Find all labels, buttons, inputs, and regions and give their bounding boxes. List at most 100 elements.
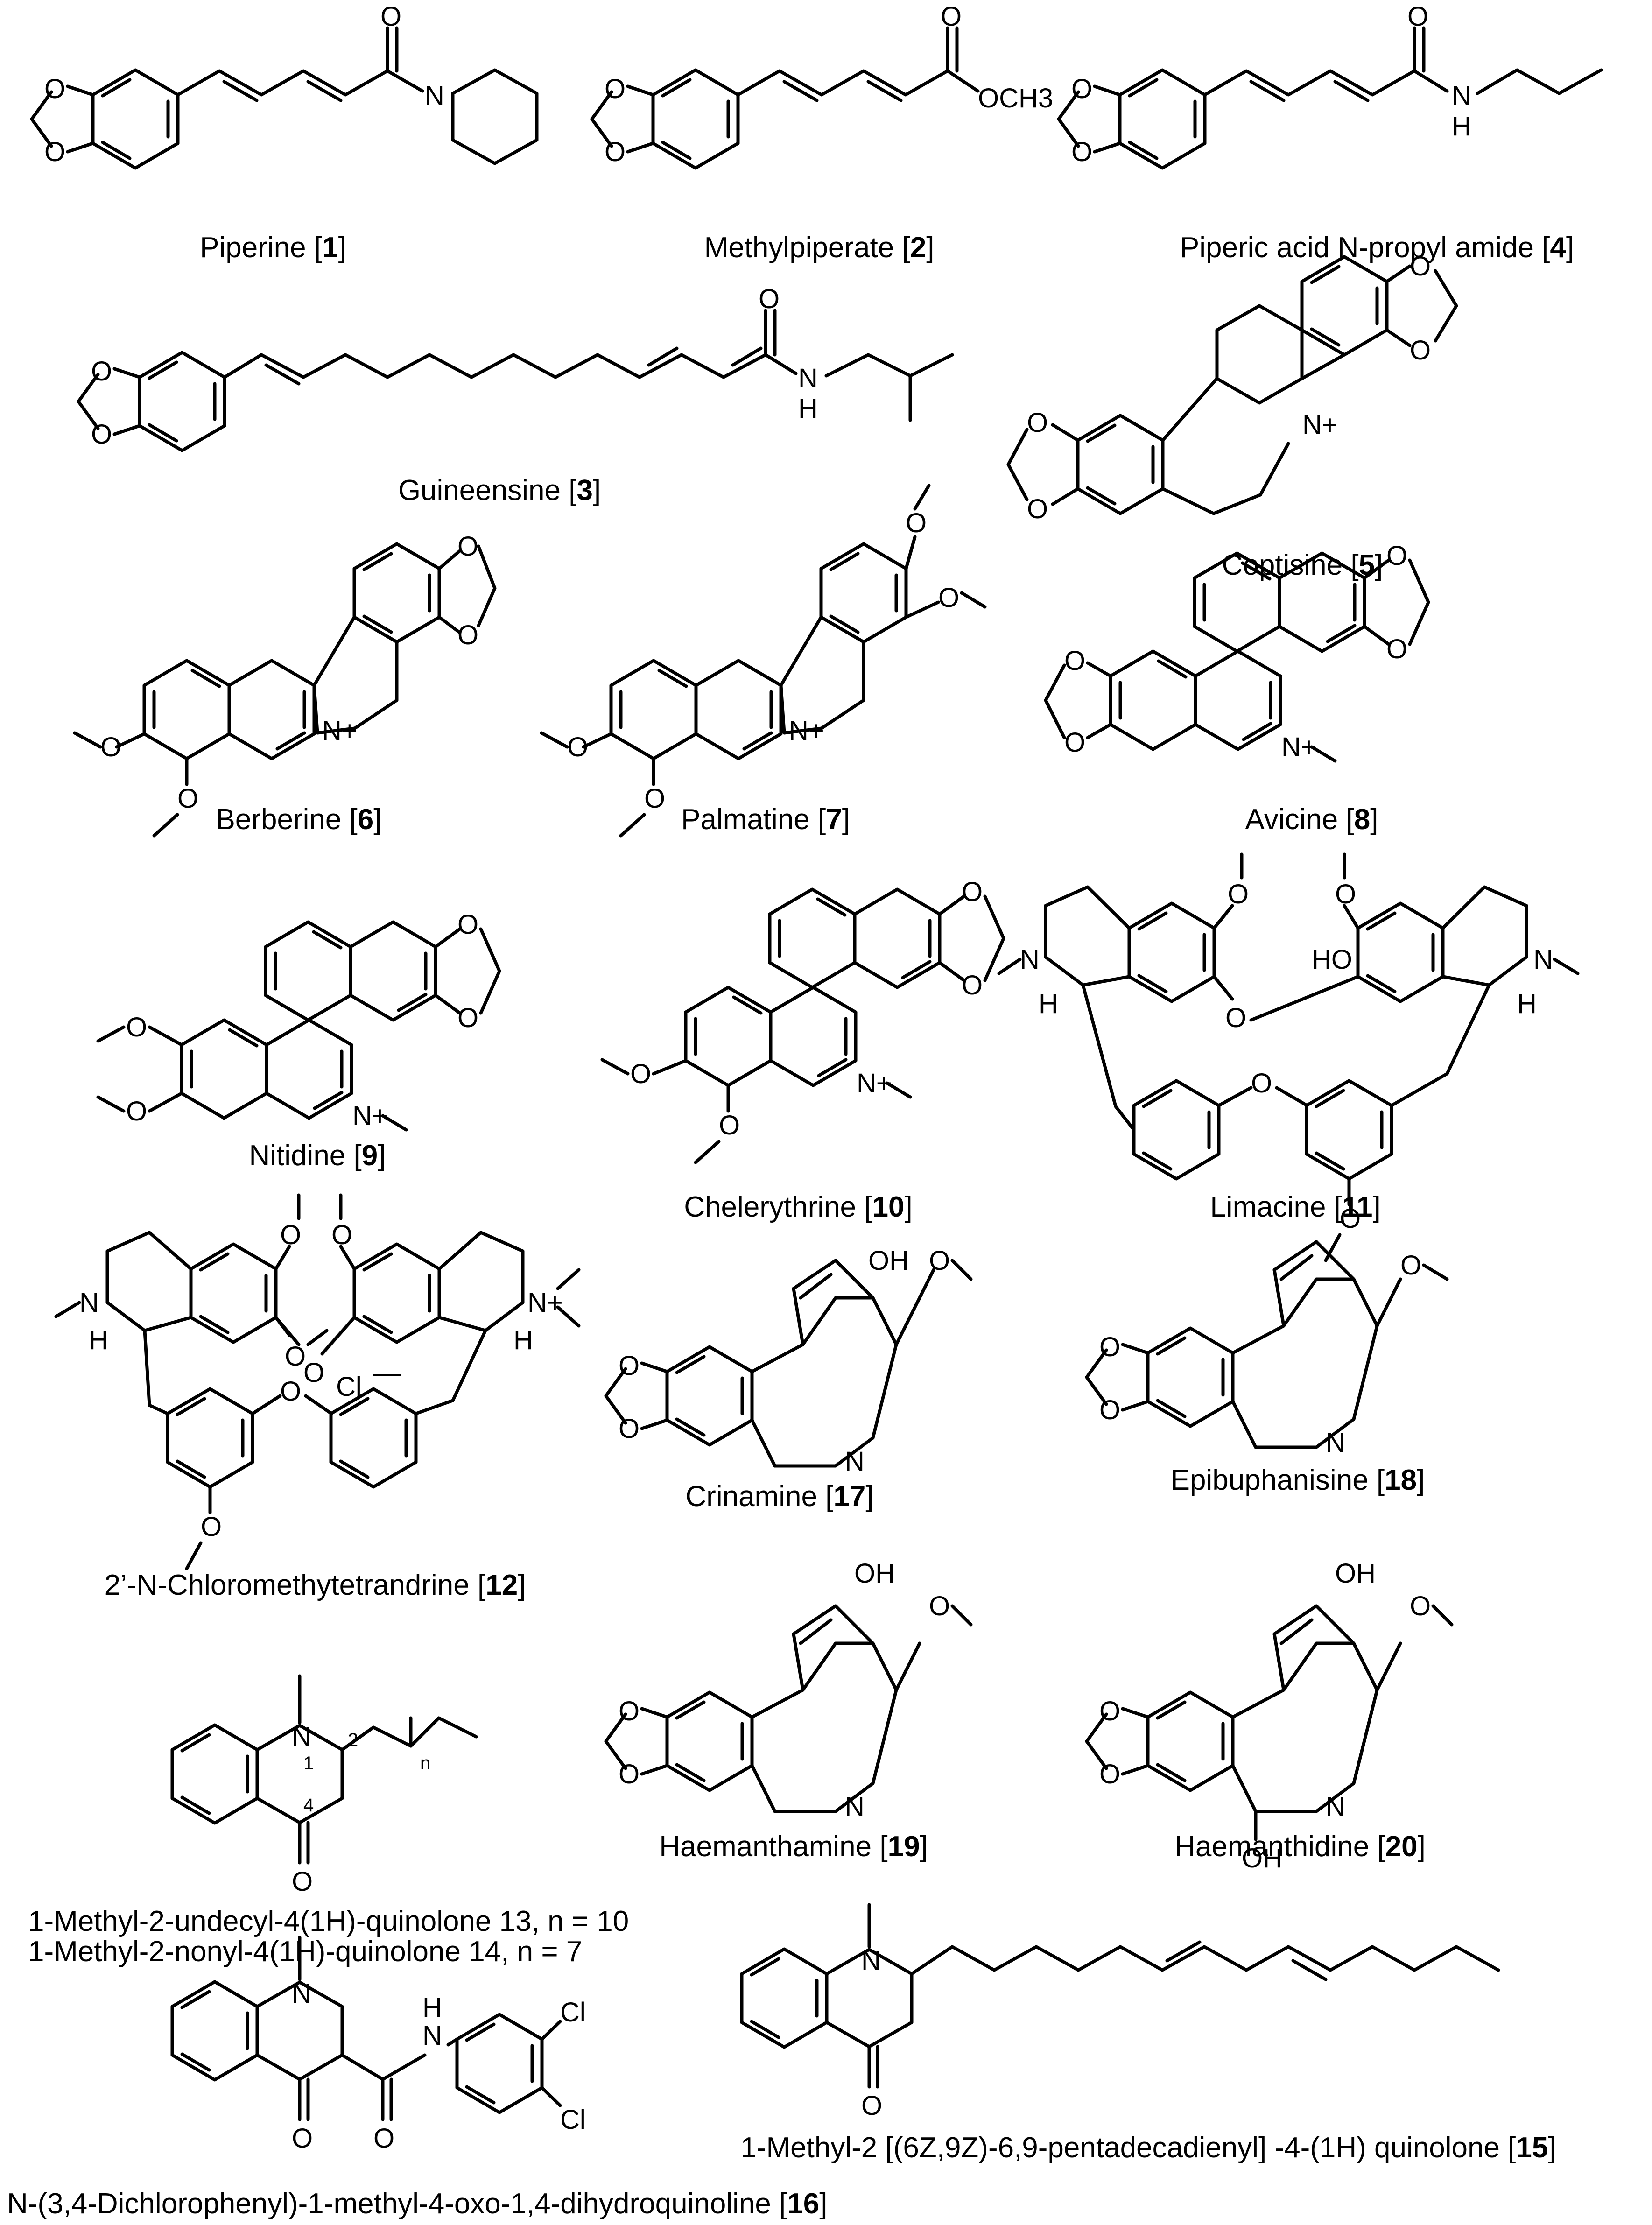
svg-text:N: N: [1533, 944, 1553, 975]
svg-text:O: O: [1225, 1003, 1246, 1033]
svg-text:O: O: [44, 137, 65, 167]
caption-crinamine: Crinamine [17]: [685, 1480, 874, 1513]
svg-text:N: N: [1452, 81, 1471, 111]
svg-text:O: O: [619, 1696, 640, 1726]
svg-text:O: O: [929, 1246, 950, 1276]
structure-crinamine: O O N OH O: [606, 1246, 973, 1477]
svg-text:N+: N+: [789, 716, 824, 746]
svg-text:O: O: [962, 877, 983, 907]
svg-text:O: O: [201, 1512, 222, 1542]
svg-text:N: N: [422, 2021, 442, 2051]
svg-text:N: N: [1020, 944, 1040, 975]
svg-text:N: N: [1326, 1792, 1345, 1822]
svg-text:O: O: [1071, 74, 1092, 104]
svg-text:O: O: [929, 1591, 950, 1621]
svg-text:O: O: [619, 1414, 640, 1444]
svg-text:O: O: [619, 1351, 640, 1381]
svg-text:O: O: [759, 284, 780, 314]
svg-text:H: H: [798, 394, 818, 424]
svg-text:O: O: [285, 1341, 306, 1372]
svg-text:N: N: [1326, 1428, 1345, 1458]
structure-piperic-amide: O O O N H: [1059, 1, 1603, 168]
structure-palmatine: N+ O O O O: [540, 484, 987, 838]
svg-text:O: O: [605, 74, 626, 104]
svg-text:H: H: [422, 1993, 442, 2023]
caption-piperic-amide: Piperic acid N-propyl amide [4]: [1180, 232, 1575, 264]
structure-epibuphanisine: O O N O: [1087, 1240, 1449, 1458]
svg-text:N: N: [292, 1722, 311, 1752]
caption-guineensine: Guineensine [3]: [398, 474, 601, 507]
svg-text:O: O: [962, 970, 983, 1000]
caption-palmatine: Palmatine [7]: [681, 803, 850, 836]
svg-text:O: O: [100, 732, 121, 762]
svg-text:O: O: [457, 620, 478, 650]
structure-haemanthidine: O O N OH OH O: [1087, 1558, 1454, 1873]
svg-text:O: O: [861, 2091, 882, 2121]
svg-text:OH: OH: [1335, 1558, 1376, 1589]
svg-text:O: O: [1064, 727, 1085, 758]
caption-avicine: Avicine [8]: [1245, 803, 1378, 836]
svg-text:H: H: [1517, 989, 1537, 1019]
svg-text:H: H: [89, 1325, 108, 1355]
svg-text:O: O: [630, 1059, 651, 1089]
structure-coptisine: O O N+ O O: [1006, 251, 1458, 524]
structure-avicine: O O O O N+: [1044, 541, 1430, 763]
svg-text:Cl: Cl: [560, 2105, 586, 2135]
svg-text:O: O: [941, 1, 962, 32]
svg-text:n: n: [420, 1753, 430, 1774]
svg-text:O: O: [938, 583, 959, 613]
caption-berberine: Berberine [6]: [216, 803, 382, 836]
svg-text:O: O: [44, 74, 65, 104]
svg-text:O: O: [1386, 634, 1407, 664]
svg-text:O: O: [906, 508, 927, 538]
svg-text:O: O: [457, 909, 478, 940]
svg-text:O: O: [1228, 879, 1249, 909]
structure-berberine: N+ O O O O: [73, 531, 497, 838]
svg-text:O: O: [292, 2123, 313, 2154]
caption-haemanthamine: Haemanthamine [19]: [659, 1831, 928, 1863]
svg-text:H: H: [1452, 111, 1471, 141]
svg-text:O: O: [91, 356, 112, 387]
caption-methylpiperate: Methylpiperate [2]: [704, 232, 935, 264]
svg-text:N: N: [798, 363, 818, 394]
structure-nitidine: O O O O N+: [96, 909, 501, 1132]
structure-guineensine: O O O N H: [78, 284, 954, 451]
svg-text:O: O: [1027, 494, 1048, 524]
svg-text:O: O: [1071, 137, 1092, 167]
svg-text:O: O: [177, 783, 198, 814]
structure-chelerythrine: O O O O N+: [600, 877, 1005, 1164]
svg-text:O: O: [619, 1759, 640, 1789]
svg-text:N: N: [425, 81, 444, 111]
svg-text:O: O: [457, 531, 478, 562]
structure-methylpiperate: O O O OCH3: [592, 1, 1053, 168]
svg-text:—: —: [373, 1358, 401, 1388]
structure-haemanthamine: O O N OH O: [606, 1558, 973, 1822]
svg-text:4: 4: [303, 1795, 314, 1816]
svg-text:N: N: [861, 1946, 881, 1976]
svg-text:O: O: [1340, 1204, 1361, 1234]
svg-text:O: O: [1099, 1332, 1120, 1362]
svg-text:O: O: [1099, 1395, 1120, 1425]
structure-piperine: O O O N: [32, 1, 539, 168]
svg-text:2: 2: [348, 1730, 358, 1750]
svg-text:N+: N+: [322, 716, 358, 746]
svg-text:N: N: [292, 1979, 311, 2009]
svg-text:O: O: [303, 1358, 324, 1388]
svg-text:O: O: [1335, 879, 1356, 909]
svg-text:OH: OH: [854, 1558, 895, 1589]
structure-quinolone-13-14: N O 1 2 4 n: [172, 1674, 478, 1897]
svg-text:OCH3: OCH3: [978, 83, 1053, 113]
svg-text:O: O: [280, 1220, 301, 1250]
svg-text:O: O: [457, 1003, 478, 1033]
svg-text:O: O: [719, 1110, 740, 1141]
caption-quinolone-14: 1-Methyl-2-nonyl-4(1H)-quinolone 14, n =…: [28, 1936, 583, 1968]
svg-text:O: O: [1407, 1, 1428, 32]
svg-text:N+: N+: [527, 1288, 563, 1318]
svg-text:O: O: [331, 1220, 352, 1250]
caption-tetrandrine: 2’-N-Chloromethytetrandrine [12]: [104, 1569, 526, 1601]
svg-text:O: O: [567, 732, 588, 762]
svg-text:O: O: [126, 1096, 147, 1127]
svg-text:1: 1: [303, 1753, 314, 1774]
